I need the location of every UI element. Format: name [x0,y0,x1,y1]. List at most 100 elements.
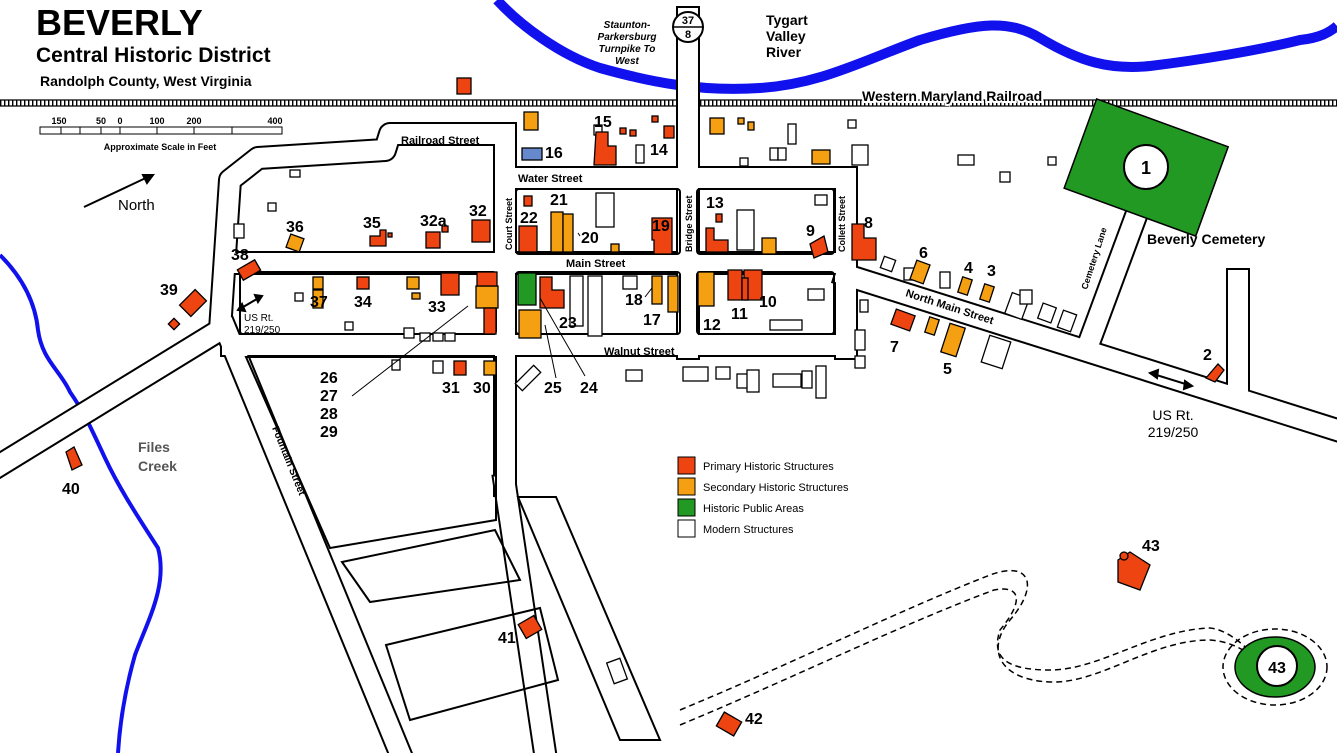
svg-text:0: 0 [117,116,122,126]
svg-text:37: 37 [682,15,694,27]
street-collett: Collett Street [837,196,847,252]
place-cemetery: Beverly Cemetery [1147,231,1266,247]
scale-bar [39,126,283,135]
site-16-building [521,147,543,161]
svg-text:24: 24 [580,380,598,397]
svg-text:43: 43 [1142,538,1160,555]
north-arrow [83,174,155,208]
svg-text:20: 20 [581,230,599,247]
route-shield: 37 8 [672,11,704,43]
svg-text:100: 100 [149,116,164,126]
legend: Primary Historic Structures Secondary Hi… [677,456,849,538]
map-subtitle: Central Historic District [36,44,271,67]
svg-text:14: 14 [650,142,668,159]
svg-text:150: 150 [51,116,66,126]
svg-text:6: 6 [919,245,928,262]
svg-text:33: 33 [428,299,446,316]
street-main: Main Street [566,258,626,270]
street-walnut: Walnut Street [604,346,675,358]
place-creek-1: Files [138,439,170,455]
svg-text:11: 11 [731,306,748,323]
svg-text:31: 31 [442,380,460,397]
tygart-river [493,0,1337,94]
svg-text:13: 13 [706,195,724,212]
svg-text:12: 12 [703,317,721,334]
dashed-trails [679,569,1328,726]
street-bridge: Bridge Street [684,195,694,252]
svg-text:8: 8 [864,215,873,232]
legend-primary: Primary Historic Structures [703,461,834,473]
svg-text:25: 25 [544,380,562,397]
site-44-marker [1256,645,1298,687]
turnpike-label: Staunton-Parkersburg Turnpike To West [597,20,657,67]
svg-text:26: 26 [320,370,338,387]
legend-secondary: Secondary Historic Structures [703,482,849,494]
svg-text:10: 10 [759,294,777,311]
svg-text:17: 17 [643,312,661,329]
secondary-historic-structures [285,111,996,376]
svg-text:34: 34 [354,294,372,311]
svg-text:18: 18 [625,292,643,309]
site-1-marker [1123,144,1169,190]
legend-public: Historic Public Areas [703,503,804,515]
svg-text:5: 5 [943,361,952,378]
files-creek [0,253,163,753]
svg-text:40: 40 [62,481,80,498]
scale-ticks: 150 50 0 100 200 400 [51,116,282,126]
route-east-label: US Rt. 219/250 [1147,407,1199,440]
place-railroad: Western Maryland Railroad [862,88,1042,104]
primary-historic-structures [65,77,1225,737]
svg-text:21: 21 [550,192,568,209]
route-arrows [236,293,1195,391]
railroad-track [0,99,1337,107]
svg-text:35: 35 [363,215,381,232]
svg-text:9: 9 [806,223,815,240]
svg-text:7: 7 [890,339,899,356]
svg-text:23: 23 [559,315,577,332]
svg-text:3: 3 [987,263,996,280]
river-label: Tygart Valley River [766,12,808,60]
svg-text:19: 19 [652,218,670,235]
svg-text:27: 27 [320,388,338,405]
map-county: Randolph County, West Virginia [40,73,252,89]
street-court: Court Street [504,198,514,250]
place-creek-2: Creek [138,458,177,474]
svg-text:39: 39 [160,282,178,299]
svg-text:16: 16 [545,145,563,162]
svg-text:29: 29 [320,424,338,441]
map-title: BEVERLY [36,2,203,43]
svg-text:30: 30 [473,380,491,397]
beverly-cemetery-area [1063,97,1316,698]
site-label-1: 1 [1141,158,1151,178]
scale-caption: Approximate Scale in Feet [104,142,217,152]
svg-text:38: 38 [231,247,249,264]
street-railroad: Railroad Street [401,135,480,147]
svg-text:8: 8 [685,29,691,41]
route-west-label: US Rt. 219/250 [244,313,281,336]
svg-text:37: 37 [310,294,328,311]
svg-text:28: 28 [320,406,338,423]
modern-structures [233,119,1078,685]
svg-text:2: 2 [1203,347,1212,364]
svg-text:36: 36 [286,219,304,236]
svg-text:22: 22 [520,210,538,227]
site-label-44: 43 [1268,660,1286,677]
svg-text:50: 50 [96,116,106,126]
svg-text:15: 15 [594,114,612,131]
road-network [0,6,1337,753]
svg-text:42: 42 [745,711,763,728]
svg-text:4: 4 [964,260,973,277]
svg-text:200: 200 [186,116,201,126]
legend-modern: Modern Structures [703,524,794,536]
north-label: North [118,197,155,214]
site-number-labels: 2 3 4 5 6 7 8 9 10 11 12 13 14 15 16 17 … [62,114,1212,728]
svg-text:32a: 32a [420,213,447,230]
svg-text:400: 400 [267,116,282,126]
site-24-green [517,272,537,306]
svg-text:32: 32 [469,203,487,220]
svg-text:41: 41 [498,630,516,647]
leader-lines [351,232,653,397]
street-water: Water Street [518,173,583,185]
